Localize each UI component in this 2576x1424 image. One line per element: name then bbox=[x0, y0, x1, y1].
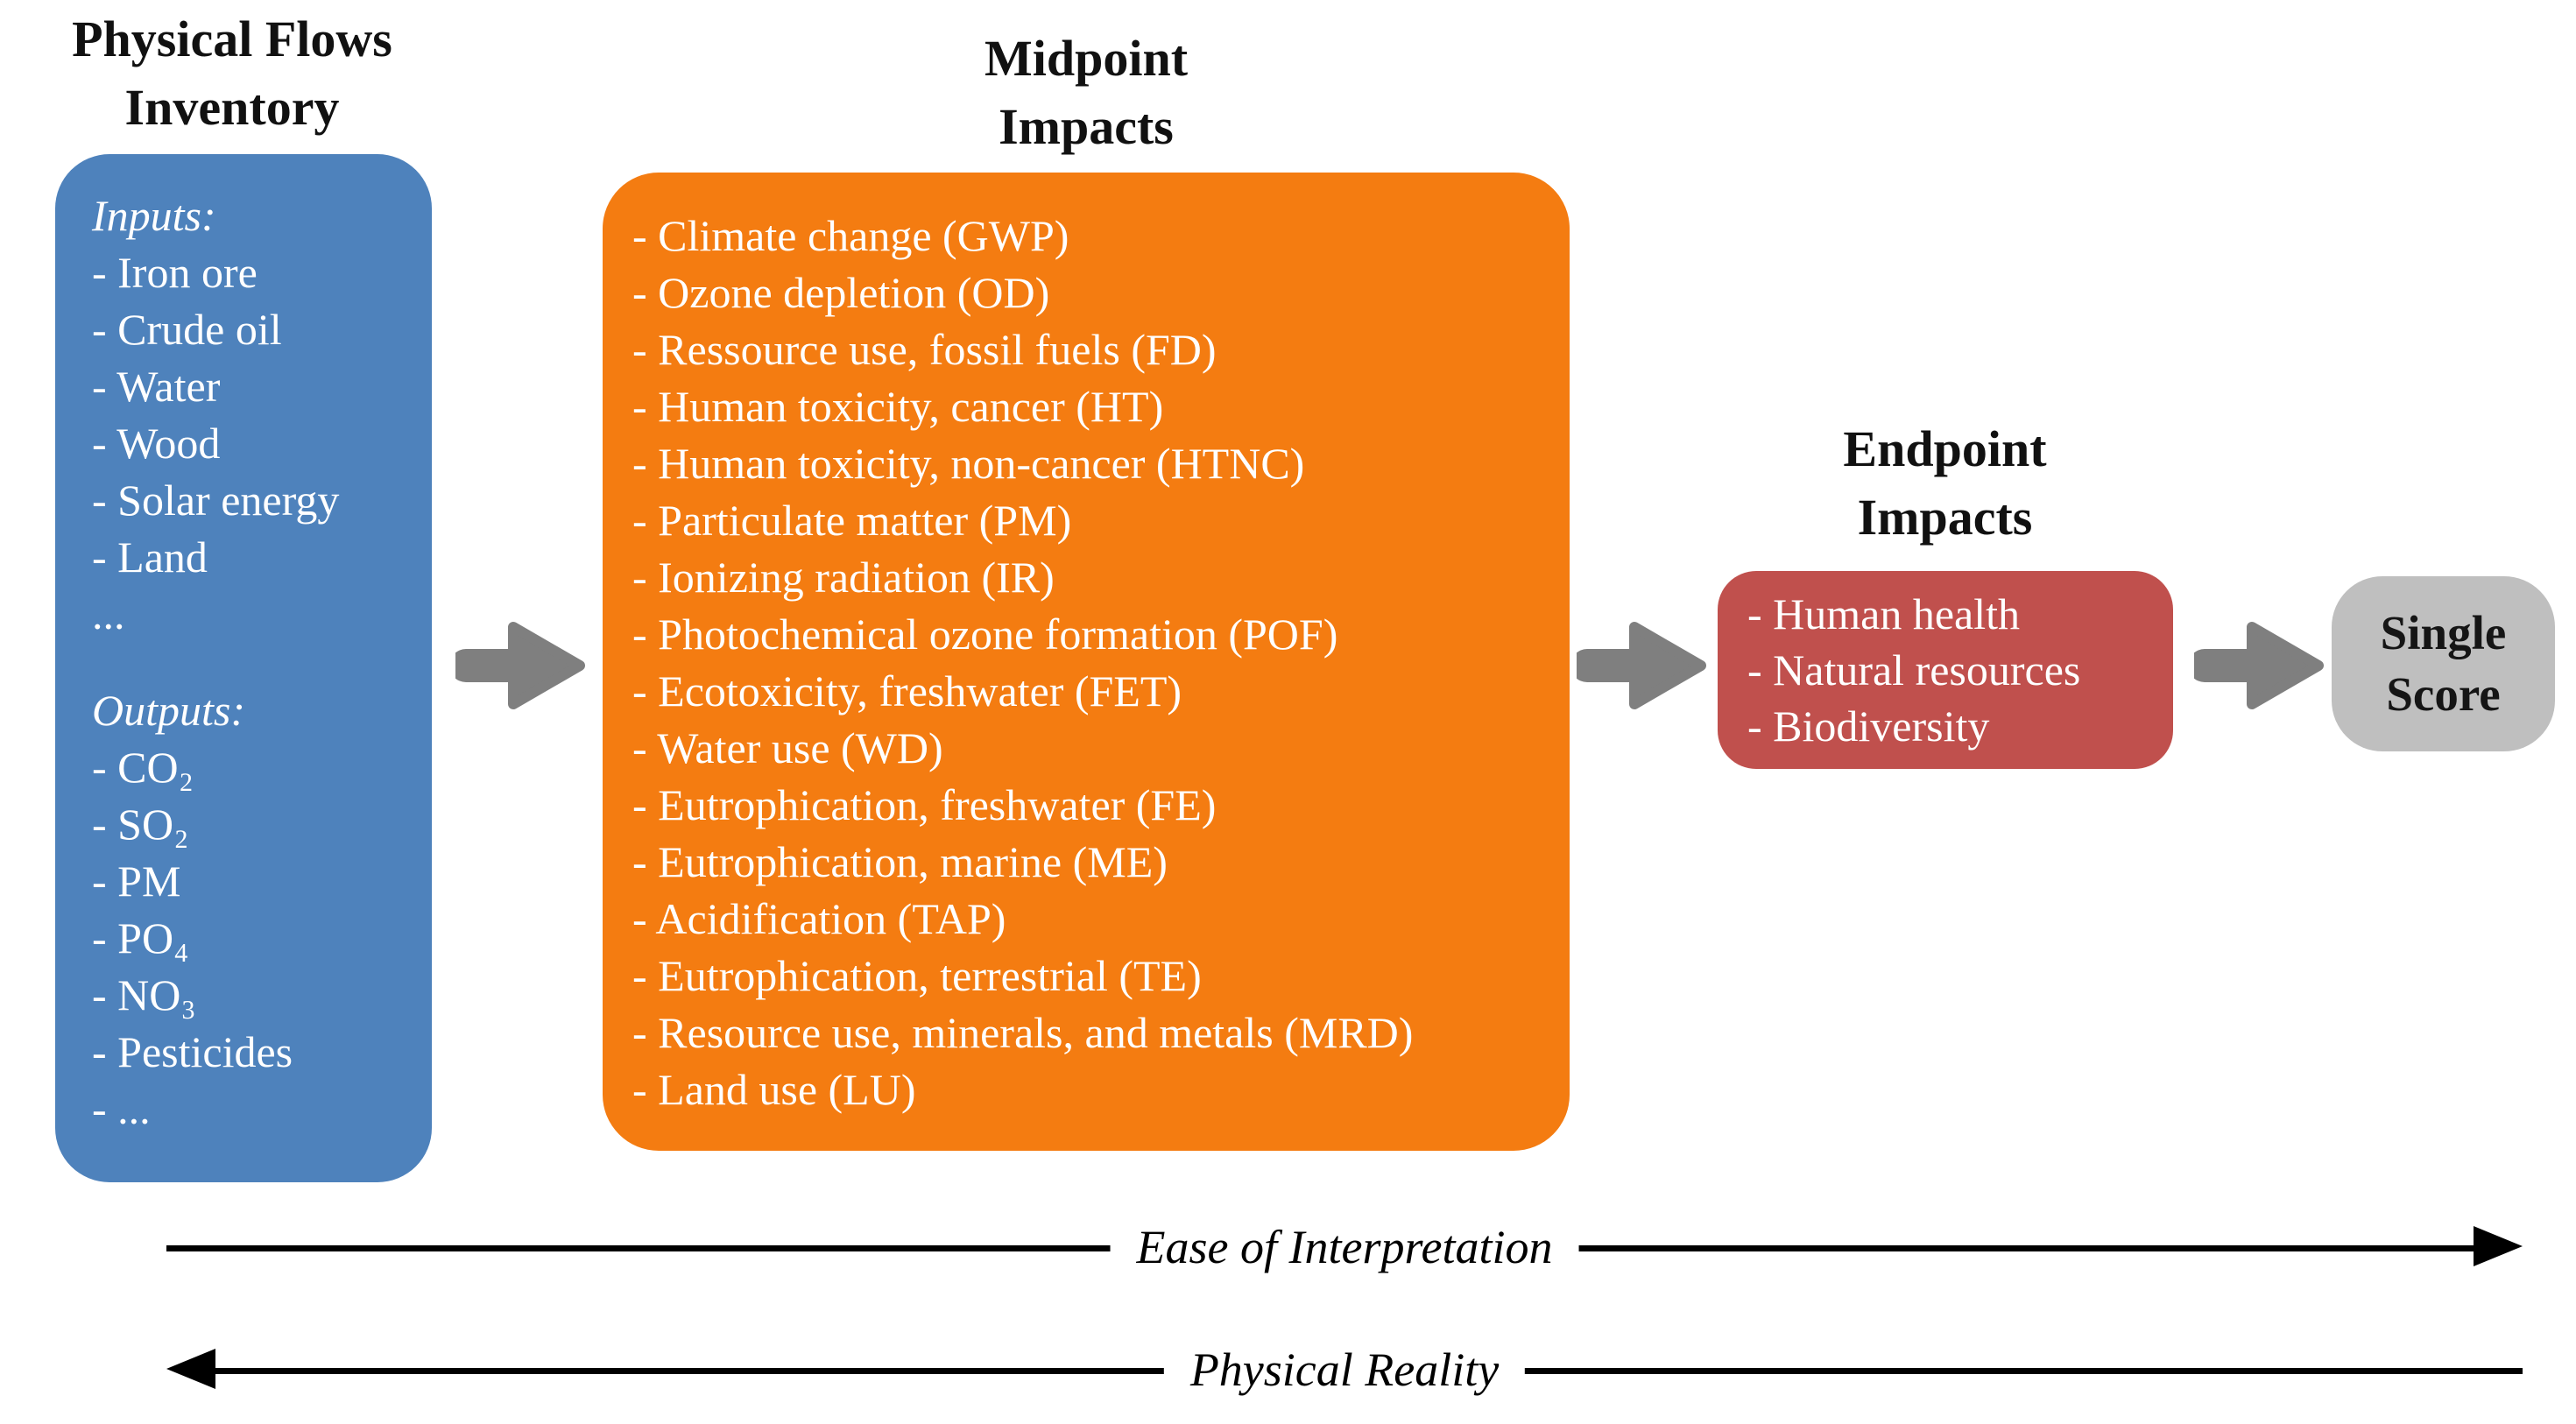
inventory-box: Inputs: - Iron ore - Crude oil - Water - Wo… bbox=[55, 154, 432, 1182]
list-item: - Climate change (GWP) bbox=[632, 211, 1069, 260]
list-item: - Water bbox=[92, 362, 221, 411]
flow-arrow-right-icon bbox=[1577, 622, 1706, 709]
list-item: - Ionizing radiation (IR) bbox=[632, 553, 1055, 602]
list-item: - Wood bbox=[92, 419, 221, 468]
list-item: - Eutrophication, terrestrial (TE) bbox=[632, 951, 1202, 1000]
list-item: - Resource use, minerals, and metals (MR… bbox=[632, 1008, 1414, 1057]
list-item: - SO₂ bbox=[92, 800, 189, 849]
list-item: - Particulate matter (PM) bbox=[632, 496, 1072, 545]
list-item: - PO₄ bbox=[92, 913, 189, 962]
list-item: - Solar energy bbox=[92, 476, 340, 525]
reality-axis-label: Physical Reality bbox=[1163, 1338, 1526, 1401]
title-line: Single bbox=[2380, 606, 2507, 659]
midpoint-box: - Climate change (GWP) - Ozone depletion … bbox=[603, 173, 1570, 1151]
list-item: - Land bbox=[92, 532, 208, 582]
list-item: - Pesticides bbox=[92, 1027, 293, 1076]
list-item: - Natural resources bbox=[1747, 645, 2081, 694]
midpoint-list: - Climate change (GWP) - Ozone depletion … bbox=[632, 208, 1556, 1118]
list-item: - PM bbox=[92, 857, 181, 906]
list-item: - Water use (WD) bbox=[632, 723, 943, 772]
outputs-list: - CO₂ - SO₂ - PM - PO₄ - NO₃ - Pesticides - ..… bbox=[92, 739, 420, 1138]
list-item: - Iron ore bbox=[92, 248, 258, 297]
list-item: - Eutrophication, marine (ME) bbox=[632, 837, 1168, 886]
flow-arrow-right-icon bbox=[455, 622, 585, 709]
inputs-label: Inputs: bbox=[92, 191, 216, 240]
outputs-label: Outputs: bbox=[92, 686, 245, 735]
list-item: - Human toxicity, non-cancer (HTNC) bbox=[632, 439, 1305, 488]
list-item: - Photochemical ozone formation (POF) bbox=[632, 610, 1338, 659]
physical-reality-axis: Physical Reality bbox=[166, 1338, 2523, 1401]
list-item: - Human toxicity, cancer (HT) bbox=[632, 382, 1164, 431]
flow-arrow-right-icon bbox=[2194, 622, 2324, 709]
endpoint-list: - Human health - Natural resources - Biodi… bbox=[1747, 586, 2164, 754]
ease-of-interpretation-axis: Ease of Interpretation bbox=[166, 1216, 2523, 1279]
ease-axis-label: Ease of Interpretation bbox=[1110, 1216, 1579, 1279]
right-arrowhead-icon bbox=[2474, 1226, 2523, 1266]
left-arrowhead-icon bbox=[166, 1349, 215, 1389]
list-item: ... bbox=[92, 589, 125, 638]
list-item: - Land use (LU) bbox=[632, 1065, 916, 1114]
list-item: - Ecotoxicity, freshwater (FET) bbox=[632, 666, 1182, 716]
title-line: Impacts bbox=[999, 98, 1174, 155]
title-line: Physical Flows bbox=[72, 11, 392, 67]
list-item: - Biodiversity bbox=[1747, 701, 1990, 751]
list-item: - Ressource use, fossil fuels (FD) bbox=[632, 325, 1217, 374]
list-item: - ... bbox=[92, 1084, 151, 1133]
list-item: - NO₃ bbox=[92, 970, 196, 1019]
list-item: - Acidification (TAP) bbox=[632, 894, 1006, 943]
list-item: - Ozone depletion (OD) bbox=[632, 268, 1050, 317]
endpoint-box: - Human health - Natural resources - Biodi… bbox=[1718, 571, 2173, 769]
list-item: - CO₂ bbox=[92, 743, 194, 792]
inputs-list: - Iron ore - Crude oil - Water - Wood - Sola… bbox=[92, 244, 420, 643]
list-item: - Eutrophication, freshwater (FE) bbox=[632, 780, 1217, 829]
title-line: Endpoint bbox=[1843, 420, 2047, 477]
list-item: - Human health bbox=[1747, 589, 2021, 638]
title-line: Midpoint bbox=[984, 30, 1189, 87]
title-line: Score bbox=[2386, 667, 2501, 721]
list-item: - Crude oil bbox=[92, 305, 282, 354]
title-line: Impacts bbox=[1857, 489, 2033, 546]
title-line: Inventory bbox=[124, 79, 340, 136]
